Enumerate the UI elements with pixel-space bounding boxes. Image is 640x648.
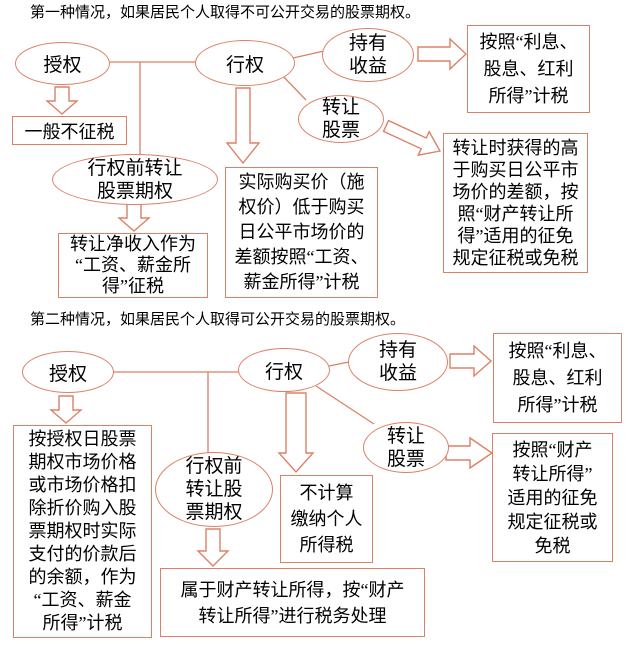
node-grant-2: 授权 — [22, 351, 114, 393]
node-holding-result-2: 按照“利息、 股息、红利 所得”计税 — [493, 333, 622, 423]
node-exercise-1: 行权 — [195, 40, 295, 86]
node-transfer-stock-2: 转让 股票 — [363, 422, 449, 473]
connector-exercise-transfer-2 — [315, 385, 375, 425]
section2-title: 第二种情况，如果居民个人取得可公开交易的股票期权。 — [30, 312, 406, 328]
arrow-down-pre-exercise-1-icon — [117, 202, 151, 232]
node-transfer-result-1: 转让时获得的高 于购买日公平市 场价的差额，按 照“财产转让所 得”适用的征免 … — [443, 133, 588, 273]
node-pre-exercise-transfer-1: 行权前转让 股票期权 — [52, 154, 218, 205]
node-holding-result-1: 按照“利息、 股息、红利 所得”计税 — [467, 25, 590, 113]
node-pre-exercise-result-2: 属于财产转让所得，按“财产 转让所得”进行税务处理 — [160, 568, 425, 637]
connector-exercise-holding-2 — [328, 361, 350, 367]
node-exercise-result-2: 不计算 缴纳个人 所得税 — [280, 475, 373, 563]
section1-title: 第一种情况，如果居民个人取得不可公开交易的股票期权。 — [30, 5, 421, 21]
node-exercise-2: 行权 — [238, 348, 330, 392]
node-holding-income-2: 持有 收益 — [348, 333, 448, 391]
node-exercise-result-1: 实际购买价（施 权价）低于购买 日公平市场价的 差额按照“工资、 薪金所得”计税 — [225, 167, 378, 298]
arrow-down-exercise-2-icon — [277, 392, 315, 474]
arrow-down-pre-exercise-2-icon — [196, 528, 230, 567]
node-transfer-result-2: 按照“财产 转让所得” 适用的征免 规定征税或 免税 — [492, 433, 613, 562]
connector-exercise-holding-1 — [292, 50, 325, 59]
node-transfer-stock-1: 转让 股票 — [298, 95, 384, 143]
arrow-right-holding-1-icon — [417, 37, 468, 71]
node-pre-exercise-transfer-2: 行权前 转让股 票期权 — [155, 452, 273, 527]
arrow-down-grant-1-icon — [45, 86, 79, 115]
node-grant-1: 授权 — [15, 42, 110, 85]
node-holding-income-1: 持有 收益 — [322, 28, 414, 82]
node-grant-result-2: 按授权日股票 期权市场价格 或市场价格扣 除折价购入股 票期权时实际 支付的价款… — [13, 425, 152, 638]
node-net-income-result-1: 转让净收入作为 “工资、薪金所 得”征税 — [58, 233, 208, 298]
arrow-diagonal-transfer-1-icon — [382, 119, 442, 157]
arrow-down-grant-2-icon — [49, 395, 83, 424]
arrow-right-transfer-2-icon — [445, 436, 494, 470]
arrow-right-holding-2-icon — [449, 344, 493, 378]
arrow-down-exercise-1-icon — [225, 87, 261, 165]
node-no-tax-result-1: 一般不征税 — [12, 116, 127, 145]
